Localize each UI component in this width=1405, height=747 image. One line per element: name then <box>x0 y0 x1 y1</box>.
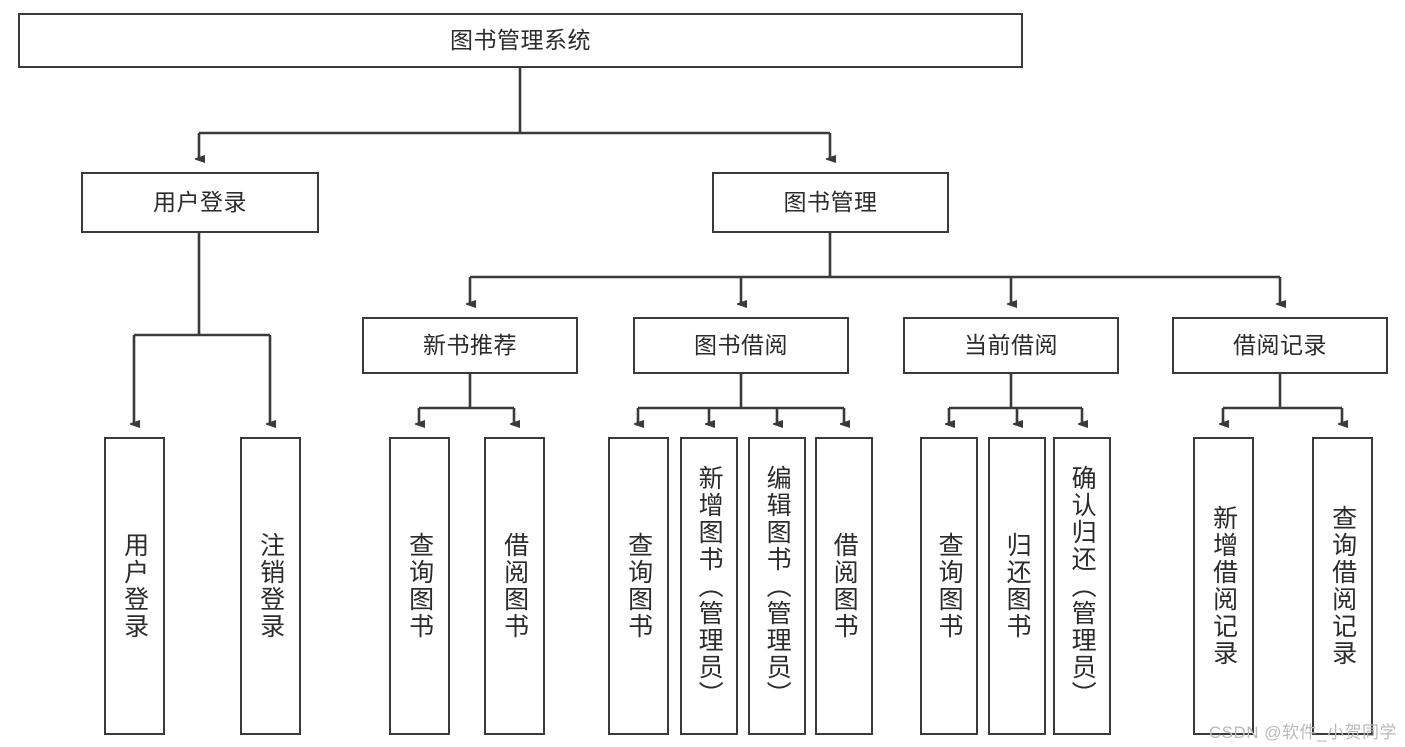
leaf-logout[interactable]: 注销登录 <box>240 437 301 735</box>
leaf-edit-book[interactable]: 编辑图书（管理员） <box>748 437 806 735</box>
leaf-confirm-return[interactable]: 确认归还（管理员） <box>1053 437 1111 735</box>
leaf-add-record-label: 新增借阅记录 <box>1209 505 1238 667</box>
node-root-label: 图书管理系统 <box>450 26 591 53</box>
leaf-borrow-book-1-label: 借阅图书 <box>500 532 529 640</box>
node-book-borrow-label: 图书借阅 <box>694 331 788 358</box>
leaf-return-book-label: 归还图书 <box>1003 532 1032 640</box>
leaf-user-login[interactable]: 用户登录 <box>104 437 165 735</box>
node-book-management-label: 图书管理 <box>783 188 878 215</box>
leaf-query-book-1-label: 查询图书 <box>405 532 434 640</box>
node-current-borrow[interactable]: 当前借阅 <box>903 317 1119 374</box>
leaf-confirm-return-label: 确认归还（管理员） <box>1068 464 1097 708</box>
leaf-logout-label: 注销登录 <box>256 532 285 640</box>
node-current-borrow-label: 当前借阅 <box>964 331 1058 358</box>
leaf-add-record[interactable]: 新增借阅记录 <box>1193 437 1254 735</box>
node-new-book-recommend-label: 新书推荐 <box>423 331 517 358</box>
leaf-user-login-label: 用户登录 <box>120 532 149 640</box>
leaf-borrow-book-2[interactable]: 借阅图书 <box>815 437 873 735</box>
node-new-book-recommend[interactable]: 新书推荐 <box>362 317 578 374</box>
leaf-return-book[interactable]: 归还图书 <box>988 437 1046 735</box>
leaf-query-book-2[interactable]: 查询图书 <box>608 437 669 735</box>
leaf-query-record-label: 查询借阅记录 <box>1328 505 1357 667</box>
node-borrow-records-label: 借阅记录 <box>1233 331 1327 358</box>
leaf-query-book-3-label: 查询图书 <box>935 532 964 640</box>
node-book-management[interactable]: 图书管理 <box>712 172 949 233</box>
node-book-borrow[interactable]: 图书借阅 <box>633 317 849 374</box>
node-user-login-label: 用户登录 <box>153 188 247 215</box>
leaf-borrow-book-2-label: 借阅图书 <box>830 532 859 640</box>
leaf-query-book-2-label: 查询图书 <box>624 532 653 640</box>
leaf-add-book-label: 新增图书（管理员） <box>695 464 724 708</box>
leaf-query-record[interactable]: 查询借阅记录 <box>1312 437 1373 735</box>
leaf-edit-book-label: 编辑图书（管理员） <box>763 464 792 708</box>
leaf-query-book-3[interactable]: 查询图书 <box>920 437 978 735</box>
leaf-query-book-1[interactable]: 查询图书 <box>389 437 450 735</box>
leaf-add-book[interactable]: 新增图书（管理员） <box>680 437 738 735</box>
watermark-text: CSDN @软件_小贺同学 <box>1208 723 1397 742</box>
leaf-borrow-book-1[interactable]: 借阅图书 <box>484 437 545 735</box>
node-user-login[interactable]: 用户登录 <box>81 172 319 233</box>
node-borrow-records[interactable]: 借阅记录 <box>1172 317 1388 374</box>
node-root[interactable]: 图书管理系统 <box>18 13 1023 68</box>
